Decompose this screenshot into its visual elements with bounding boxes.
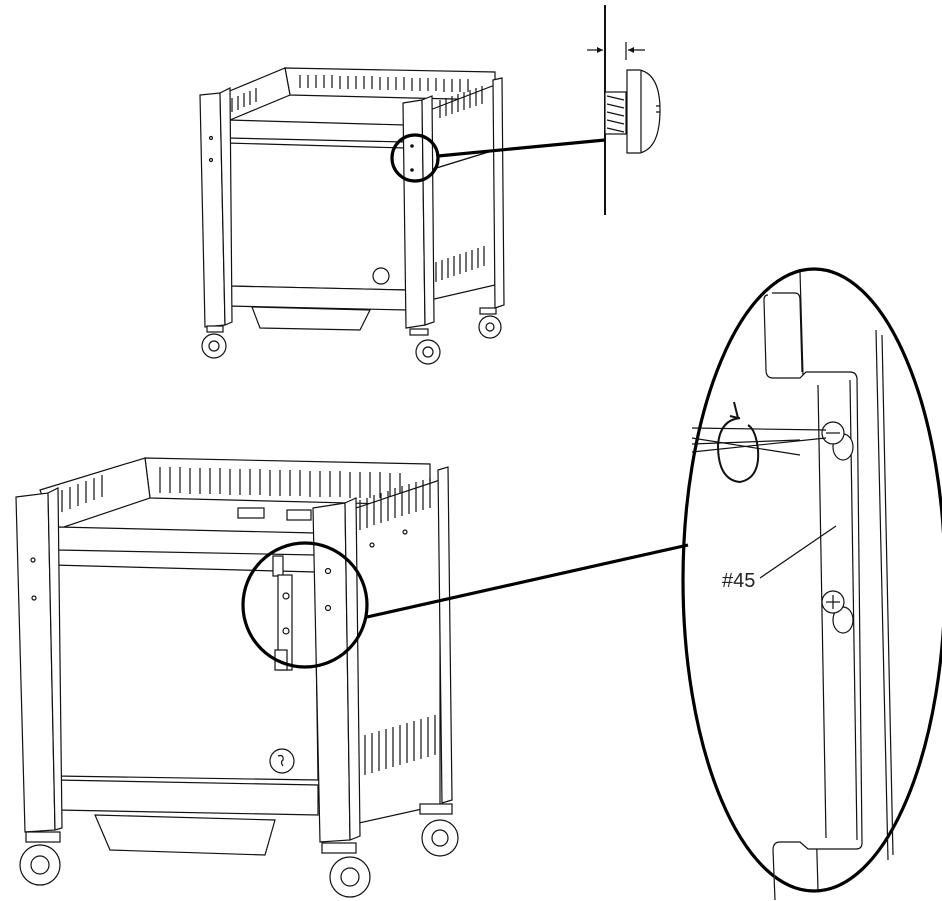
bottom-cart [15,457,689,898]
caster-wheel-icon [419,803,459,857]
bracket-detail [681,267,942,901]
part-number-label: #45 [722,570,756,592]
screwdriver-icon [691,427,827,456]
rotate-clockwise-icon [716,401,760,484]
screw-icon [821,421,854,461]
caster-wheel-icon [478,307,502,339]
caster-wheel-icon [409,328,441,365]
screw-icon [604,69,661,154]
screw-hole-callout-circle [390,133,440,183]
caster-wheel-icon [321,842,371,898]
caster-wheel-icon [19,831,61,886]
top-back-vents [299,75,469,92]
screw-icon [821,590,854,634]
screw-gap-detail [587,5,661,215]
bracket-callout-circle [241,541,369,669]
top-cart [199,67,606,365]
caster-wheel-icon [201,325,227,359]
